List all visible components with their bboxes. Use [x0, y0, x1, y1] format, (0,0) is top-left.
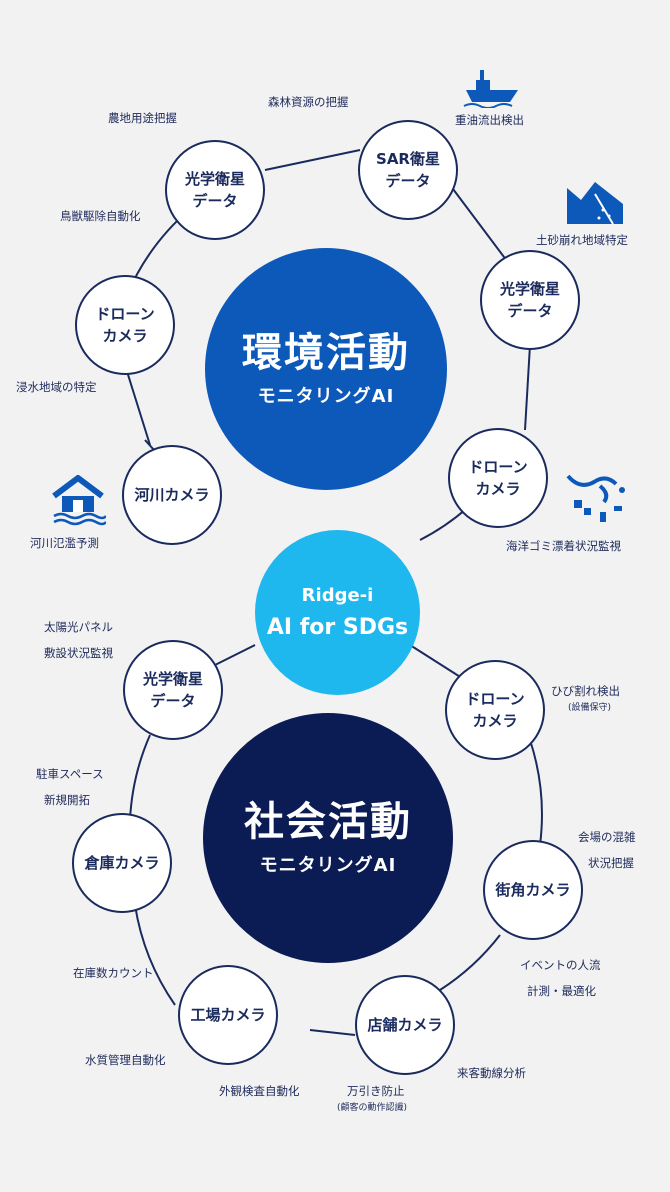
node-line1: 光学衛星	[184, 170, 245, 188]
label-theft-sub: (顧客の動作認識)	[337, 1103, 408, 1113]
node-line2: データ	[507, 302, 553, 320]
label-crack-sub: (設備保守)	[568, 703, 612, 713]
environment-hub: 環境活動 モニタリングAI	[205, 248, 447, 490]
label-crack: ひび割れ検出	[551, 684, 620, 698]
label-venue-2: 状況把握	[588, 856, 634, 870]
env-node-drone-camera-right: ドローン カメラ	[448, 428, 548, 528]
center-hub-line1: Ridge-i	[301, 584, 374, 606]
soc-ring	[129, 644, 543, 1036]
node-line2: カメラ	[475, 480, 521, 498]
label-landslide: 土砂崩れ地域特定	[536, 233, 628, 247]
label-water: 水質管理自動化	[85, 1053, 166, 1067]
env-node-optical-satellite-1: 光学衛星 データ	[165, 140, 265, 240]
society-hub-title: 社会活動	[244, 799, 412, 845]
env-ring-lower	[124, 364, 151, 446]
landslide-icon	[567, 182, 623, 225]
env-node-river-camera: 河川カメラ	[122, 445, 222, 545]
environment-hub-title: 環境活動	[242, 330, 410, 376]
env-node-drone-camera-left: ドローン カメラ	[75, 275, 175, 375]
label-forest: 森林資源の把握	[268, 95, 349, 109]
node-line1: ドローン	[95, 305, 155, 323]
soc-node-optical-satellite: 光学衛星 データ	[123, 640, 223, 740]
label-parking-1: 駐車スペース	[36, 767, 104, 781]
label-flood-area: 浸水地域の特定	[16, 380, 97, 394]
label-inspect: 外観検査自動化	[219, 1084, 300, 1098]
node-line1: 店舗カメラ	[367, 1016, 443, 1034]
node-line1: SAR衛星	[376, 150, 440, 168]
label-solar-2: 敷設状況監視	[44, 646, 113, 660]
society-hub: 社会活動 モニタリングAI	[203, 713, 453, 963]
node-line1: 河川カメラ	[134, 486, 210, 504]
label-oil: 重油流出検出	[455, 113, 524, 127]
node-line2: カメラ	[102, 327, 148, 345]
node-line1: 倉庫カメラ	[84, 854, 160, 872]
label-event-1: イベントの人流	[520, 958, 601, 972]
node-line2: データ	[150, 692, 196, 710]
node-line1: 街角カメラ	[495, 881, 571, 899]
env-node-sar-satellite: SAR衛星 データ	[358, 120, 458, 220]
center-hub-line2: AI for SDGs	[266, 614, 409, 640]
flooded-house-icon	[52, 475, 106, 526]
label-solar-1: 太陽光パネル	[44, 620, 113, 634]
soc-node-factory-camera: 工場カメラ	[178, 965, 278, 1065]
soc-node-drone-camera: ドローン カメラ	[445, 660, 545, 760]
node-line2: カメラ	[472, 712, 518, 730]
node-line2: データ	[192, 192, 238, 210]
node-line1: ドローン	[468, 458, 528, 476]
label-stock: 在庫数カウント	[73, 966, 154, 980]
env-node-optical-satellite-2: 光学衛星 データ	[480, 250, 580, 350]
soc-node-warehouse-camera: 倉庫カメラ	[72, 813, 172, 913]
label-visitor: 来客動線分析	[457, 1066, 526, 1080]
society-hub-subtitle: モニタリングAI	[259, 855, 397, 876]
soc-node-store-camera: 店舗カメラ	[355, 975, 455, 1075]
node-line1: 光学衛星	[142, 670, 203, 688]
label-parking-2: 新規開拓	[44, 793, 90, 807]
ship-icon	[463, 70, 518, 108]
environment-hub-subtitle: モニタリングAI	[257, 386, 395, 407]
center-hub: Ridge-i AI for SDGs	[255, 530, 420, 695]
soc-node-street-camera: 街角カメラ	[483, 840, 583, 940]
label-bird: 鳥獣駆除自動化	[60, 209, 141, 223]
label-venue-1: 会場の混雑	[578, 830, 636, 844]
node-line1: ドローン	[465, 690, 525, 708]
node-line2: データ	[385, 172, 431, 190]
label-theft: 万引き防止	[347, 1084, 405, 1098]
node-line1: 工場カメラ	[190, 1006, 266, 1024]
marine-debris-icon	[566, 474, 625, 522]
label-farm: 農地用途把握	[108, 111, 177, 125]
label-marine: 海洋ゴミ漂着状況監視	[506, 539, 621, 553]
label-river: 河川氾濫予測	[30, 536, 99, 550]
label-event-2: 計測・最適化	[527, 984, 596, 998]
node-line1: 光学衛星	[499, 280, 560, 298]
